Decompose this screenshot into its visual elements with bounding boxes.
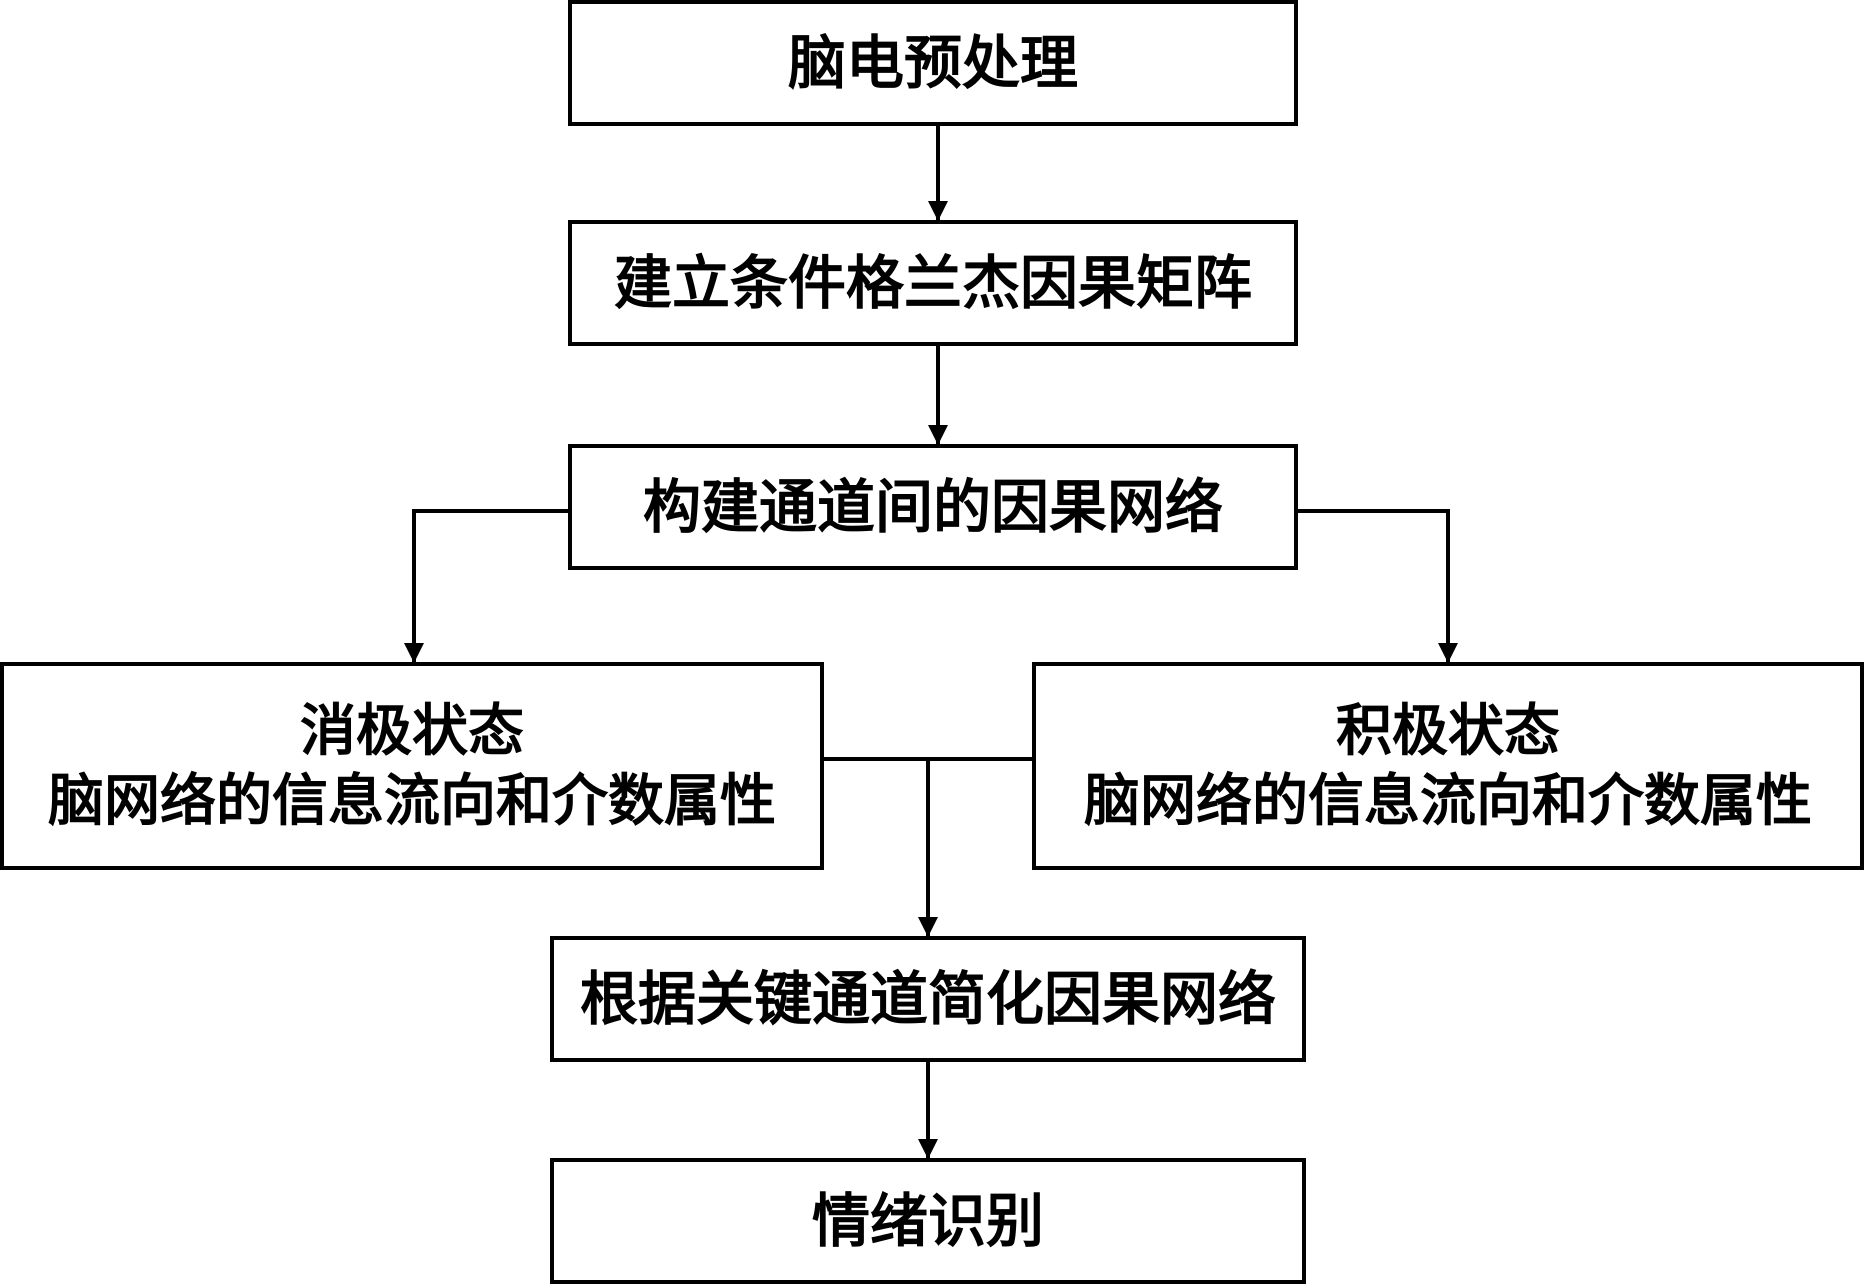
step-label: 脑网络的信息流向和介数属性 xyxy=(48,768,776,834)
step-label: 建立条件格兰杰因果矩阵 xyxy=(613,248,1252,317)
step-label: 根据关键通道简化因果网络 xyxy=(579,964,1276,1033)
step-label: 脑网络的信息流向和介数属性 xyxy=(1084,768,1812,834)
step-granger-matrix: 建立条件格兰杰因果矩阵 xyxy=(568,220,1298,346)
step-emotion-recognition: 情绪识别 xyxy=(550,1158,1306,1284)
step-negative-state: 消极状态 脑网络的信息流向和介数属性 xyxy=(0,662,824,870)
arrow-network-to-positive xyxy=(1298,509,1458,663)
step-eeg-preprocessing: 脑电预处理 xyxy=(568,0,1298,126)
step-simplify-network: 根据关键通道简化因果网络 xyxy=(550,936,1306,1062)
step-causal-network: 构建通道间的因果网络 xyxy=(568,444,1298,570)
step-title: 消极状态 xyxy=(300,698,524,764)
step-label: 情绪识别 xyxy=(811,1186,1044,1255)
step-title: 积极状态 xyxy=(1336,698,1560,764)
arrow-network-to-negative xyxy=(404,509,568,663)
step-label: 构建通道间的因果网络 xyxy=(642,472,1223,541)
step-label: 脑电预处理 xyxy=(787,28,1078,97)
step-positive-state: 积极状态 脑网络的信息流向和介数属性 xyxy=(1032,662,1864,870)
